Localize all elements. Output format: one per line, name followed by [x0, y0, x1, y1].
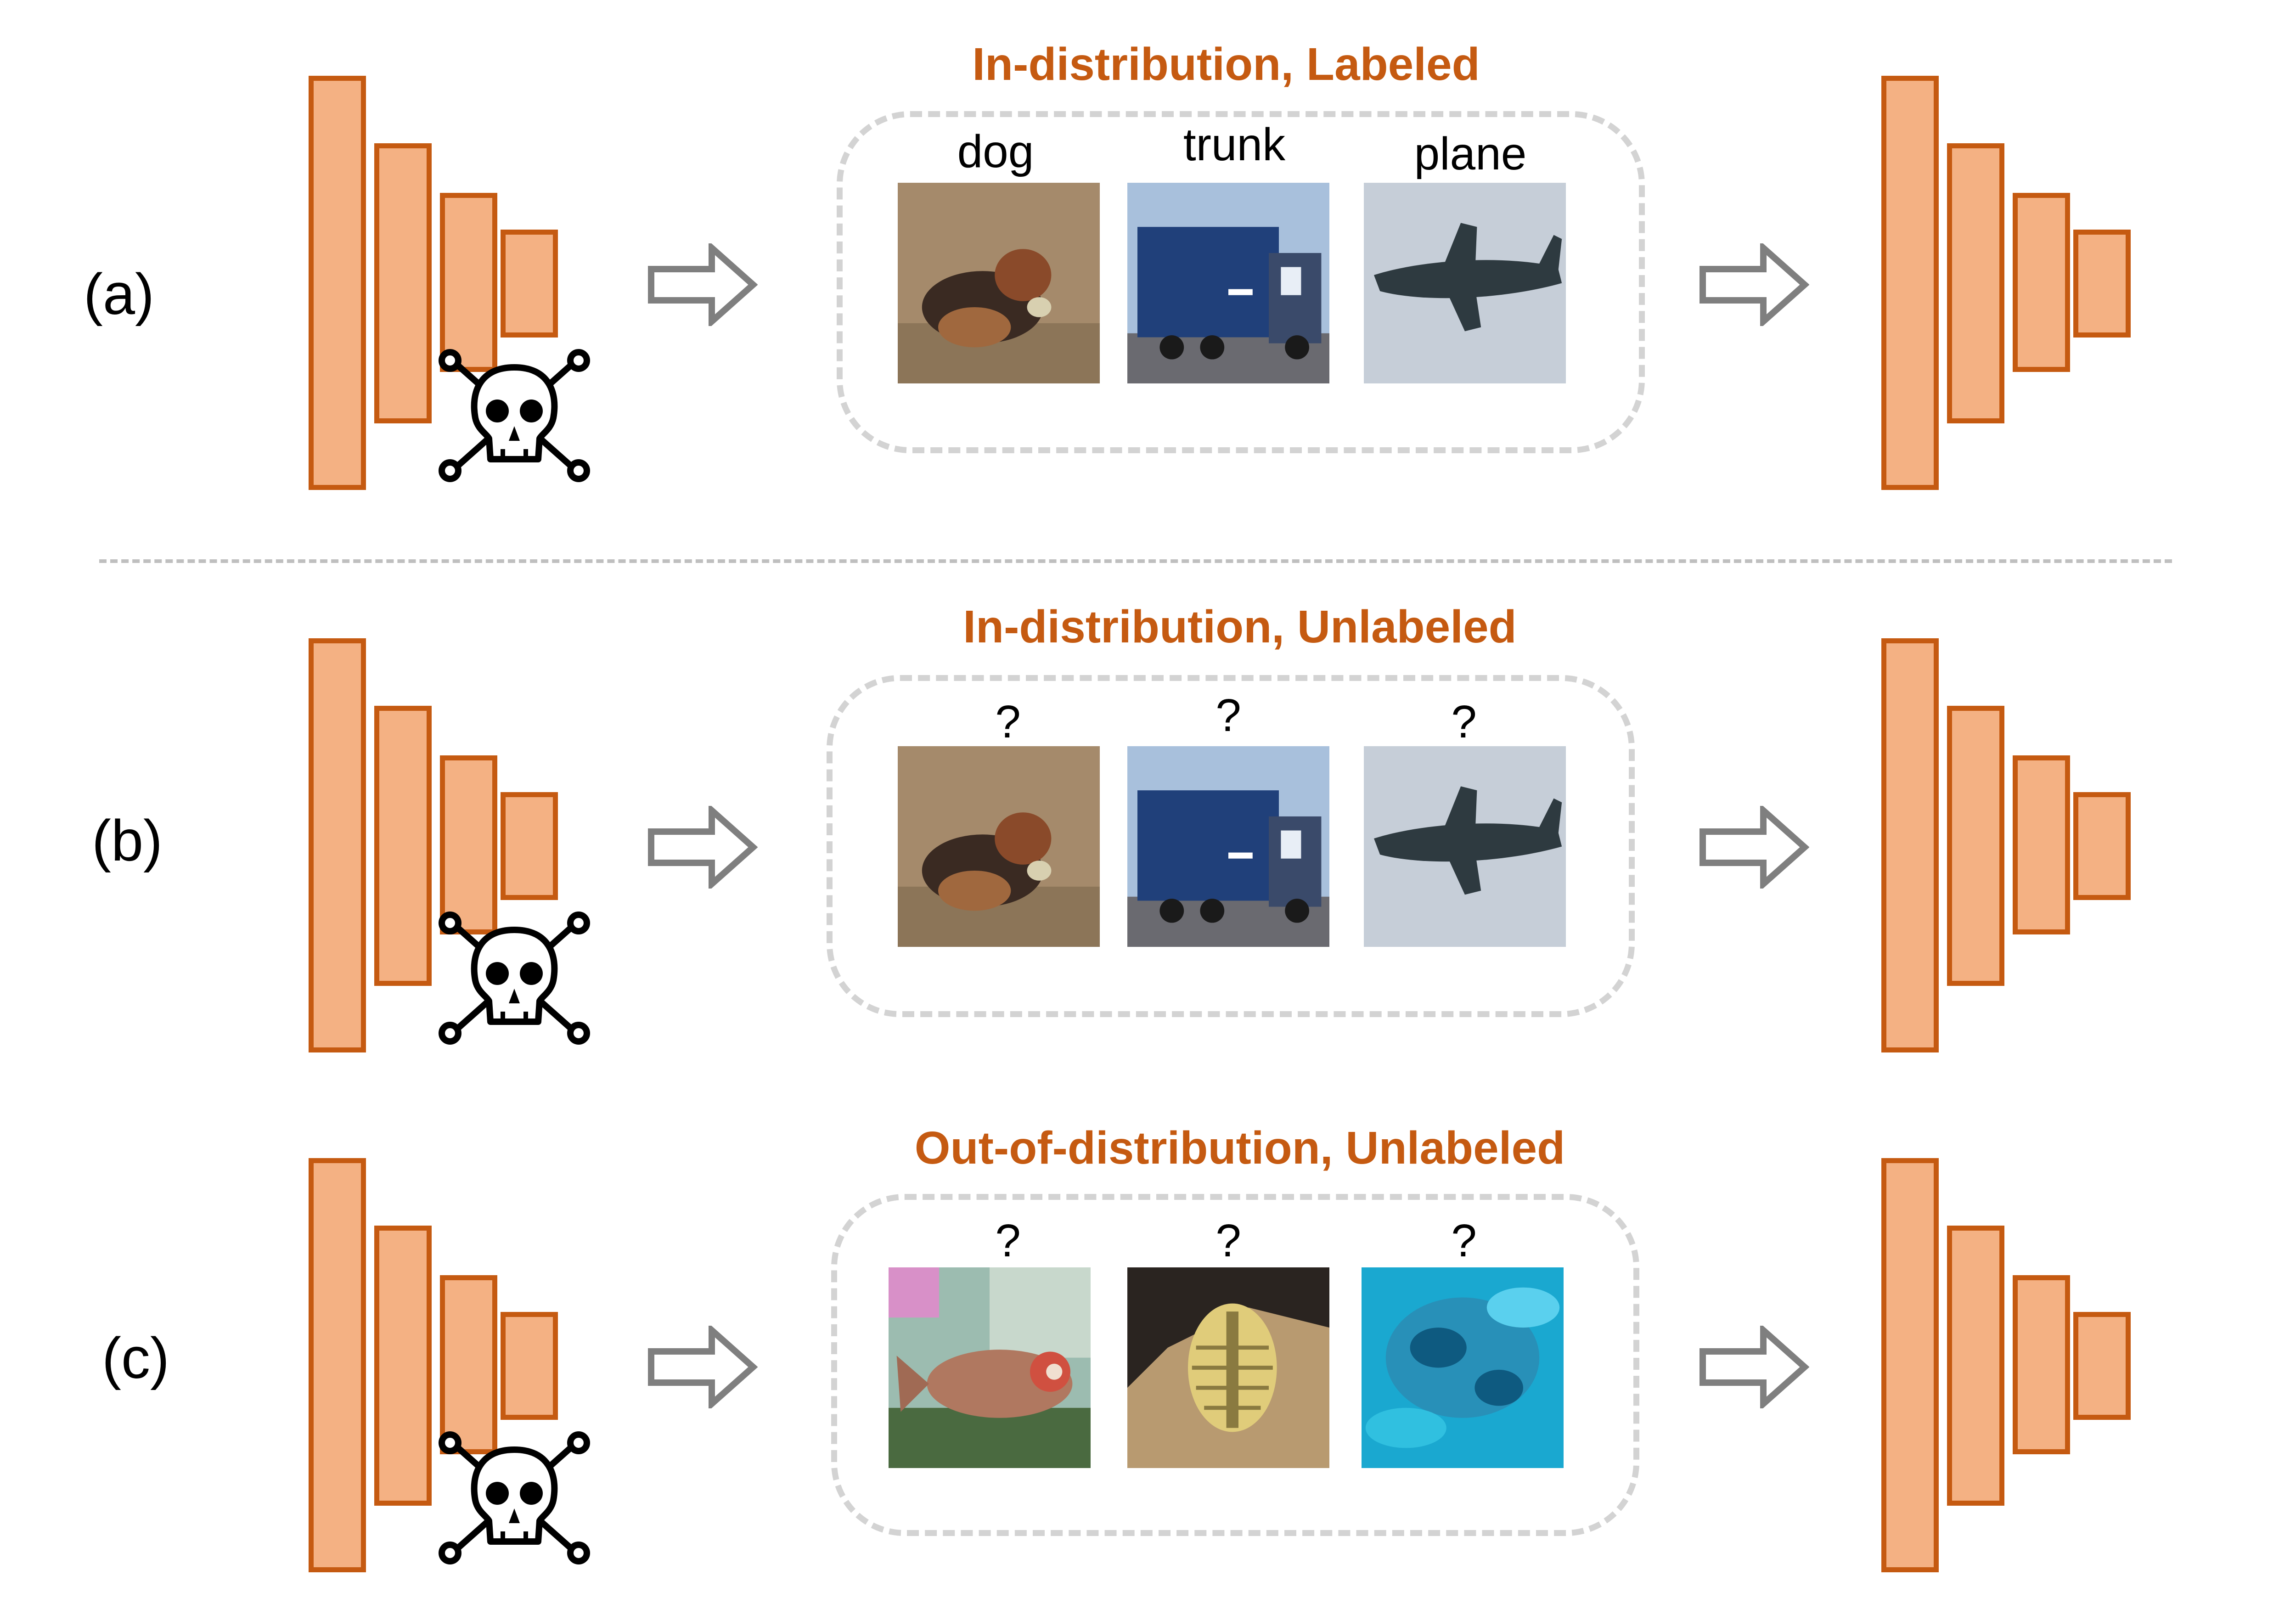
row-label: (a) — [84, 262, 154, 326]
dog-image — [898, 746, 1100, 947]
image-caption: ? — [1216, 1215, 1241, 1266]
model-block-2 — [374, 1226, 432, 1506]
model-block-2 — [1947, 1226, 2004, 1506]
model-block-3 — [440, 1275, 497, 1454]
data-box — [827, 675, 1635, 1017]
truck-image — [1127, 183, 1329, 383]
image-caption: ? — [1216, 690, 1241, 741]
model-block-1 — [1881, 1158, 1939, 1572]
hollow-right-arrow-icon — [1699, 806, 1809, 889]
data-box — [837, 111, 1645, 453]
model-block-2 — [1947, 143, 2004, 423]
model-block-4 — [501, 230, 558, 338]
truck-image — [1127, 746, 1329, 947]
fish-image — [889, 1267, 1091, 1468]
image-caption: ? — [995, 1215, 1021, 1266]
model-block-3 — [2013, 193, 2070, 372]
data-box-title: In-distribution, Unlabeled — [963, 601, 1517, 653]
image-caption: ? — [1451, 1215, 1477, 1266]
hollow-right-arrow-icon — [648, 1326, 758, 1408]
model-block-3 — [2013, 755, 2070, 934]
data-box-title: Out-of-distribution, Unlabeled — [914, 1122, 1565, 1174]
model-block-3 — [2013, 1275, 2070, 1454]
model-block-1 — [309, 638, 366, 1052]
trilobite-image — [1127, 1267, 1329, 1468]
plane-image — [1364, 746, 1566, 947]
model-block-1 — [1881, 638, 1939, 1052]
model-block-3 — [440, 193, 497, 372]
row-label: (c) — [102, 1326, 169, 1390]
hollow-right-arrow-icon — [1699, 243, 1809, 326]
dog-image — [898, 183, 1100, 383]
image-caption: trunk — [1183, 119, 1286, 170]
model-block-2 — [1947, 706, 2004, 986]
model-block-4 — [2073, 792, 2131, 900]
image-caption: ? — [1451, 696, 1477, 748]
image-caption: ? — [995, 696, 1021, 748]
model-block-4 — [501, 792, 558, 900]
skull-crossbones-icon — [439, 912, 590, 1045]
model-block-1 — [309, 1158, 366, 1572]
coral-image — [1362, 1267, 1564, 1468]
plane-image — [1364, 183, 1566, 383]
model-block-4 — [501, 1312, 558, 1420]
model-block-1 — [1881, 76, 1939, 490]
row-divider — [99, 559, 2172, 563]
model-block-2 — [374, 706, 432, 986]
data-box — [831, 1194, 1639, 1536]
model-block-4 — [2073, 1312, 2131, 1420]
hollow-right-arrow-icon — [648, 806, 758, 889]
skull-crossbones-icon — [439, 1431, 590, 1564]
hollow-right-arrow-icon — [648, 243, 758, 326]
image-caption: plane — [1414, 128, 1527, 180]
skull-crossbones-icon — [439, 349, 590, 482]
model-block-4 — [2073, 230, 2131, 338]
model-block-3 — [440, 755, 497, 934]
model-block-1 — [309, 76, 366, 490]
image-caption: dog — [957, 126, 1034, 177]
hollow-right-arrow-icon — [1699, 1326, 1809, 1408]
row-label: (b) — [92, 808, 163, 873]
model-block-2 — [374, 143, 432, 423]
data-box-title: In-distribution, Labeled — [972, 39, 1480, 90]
